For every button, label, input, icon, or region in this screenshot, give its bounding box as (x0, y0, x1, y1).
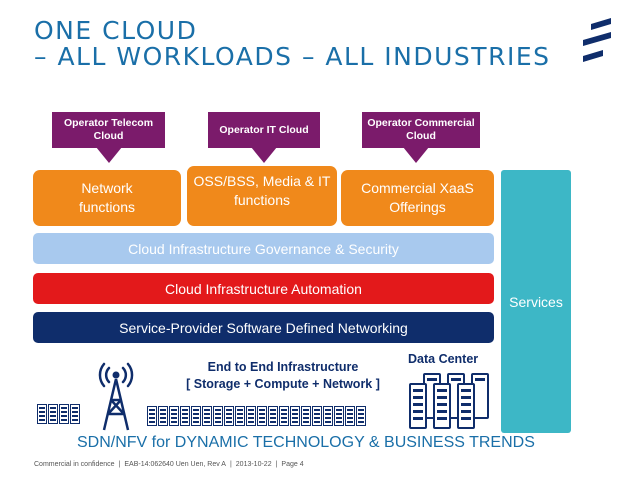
server-rack-icon (37, 404, 80, 424)
commercial-cloud-pointer (403, 147, 429, 163)
services-column: Services (501, 170, 571, 433)
it-cloud-pointer (251, 147, 277, 163)
server-rack-row (147, 406, 366, 426)
operator-commercial-cloud-label: Operator Commercial Cloud (362, 112, 480, 148)
end-to-end-infrastructure-label: End to End Infrastructure [ Storage + Co… (168, 359, 398, 393)
commercial-xaas-box: Commercial XaaS Offerings (341, 170, 494, 226)
footer-confidentiality: Commercial in confidence (34, 461, 115, 468)
title-line-1: One cloud (34, 16, 198, 45)
infrastructure-line-1: End to End Infrastructure (207, 360, 359, 374)
oss-bss-functions-box: OSS/BSS, Media & IT functions (187, 166, 337, 226)
data-center-label: Data Center (408, 352, 479, 366)
footer: Commercial in confidence|EAB-14:062640 U… (34, 461, 304, 468)
data-center-icon (409, 373, 489, 429)
telecom-cloud-pointer (96, 147, 122, 163)
network-functions-box: Network functions (33, 170, 181, 226)
operator-it-cloud-label: Operator IT Cloud (208, 112, 320, 148)
footer-page: Page 4 (281, 461, 304, 468)
automation-bar: Cloud Infrastructure Automation (33, 273, 494, 304)
governance-security-bar: Cloud Infrastructure Governance & Securi… (33, 233, 494, 264)
antenna-tower-icon (98, 362, 134, 431)
footer-date: 2013-10-22 (235, 461, 272, 468)
title-line-2: – all workloads – all industries (34, 42, 551, 71)
tagline: SDN/NFV for DYNAMIC TECHNOLOGY & BUSINES… (77, 434, 535, 451)
operator-telecom-cloud-label: Operator Telecom Cloud (52, 112, 165, 148)
footer-doc-id: EAB-14:062640 Uen Uen, Rev A (124, 461, 226, 468)
infrastructure-line-2: [ Storage + Compute + Network ] (186, 377, 380, 391)
sdn-bar: Service-Provider Software Defined Networ… (33, 312, 494, 343)
ericsson-logo (583, 18, 611, 62)
